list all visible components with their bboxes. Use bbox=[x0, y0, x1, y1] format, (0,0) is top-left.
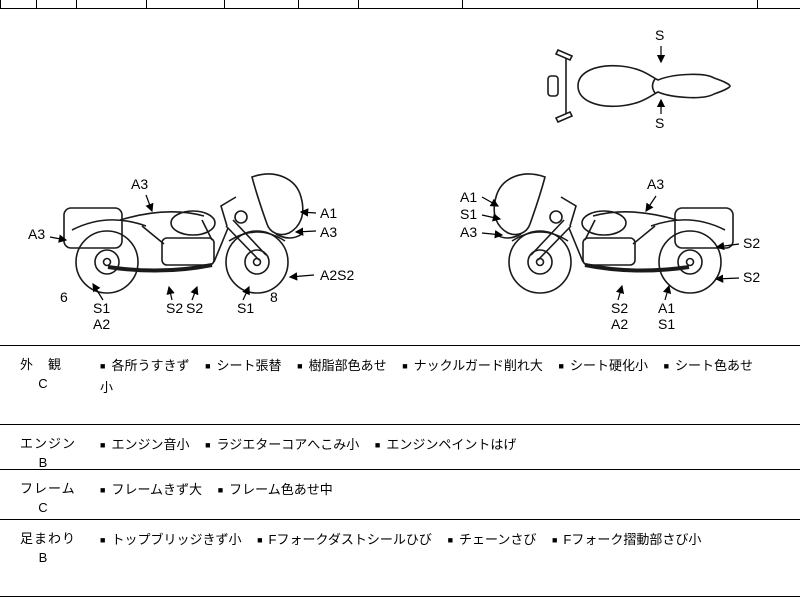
marker-label: A1 bbox=[320, 205, 338, 221]
items-cell: ■トップブリッジきず小 ■Fフォークダストシールひび ■チェーンさび ■Fフォー… bbox=[100, 520, 772, 596]
marker-label: S2 bbox=[611, 300, 629, 316]
bullet-icon: ■ bbox=[205, 440, 211, 450]
marker-label: S2 bbox=[166, 300, 184, 316]
bullet-icon: ■ bbox=[100, 535, 106, 545]
items-cell: ■各所うすきず ■シート張替 ■樹脂部色あせ ■ナックルガード削れ大 ■シート硬… bbox=[100, 346, 772, 424]
marker-label: S2 bbox=[743, 235, 761, 251]
bullet-icon: ■ bbox=[100, 440, 106, 450]
condition-item: ■シート硬化小 bbox=[558, 358, 648, 373]
condition-table: 外 観 C ■各所うすきず ■シート張替 ■樹脂部色あせ ■ナックルガード削れ大… bbox=[0, 345, 800, 597]
header-divider bbox=[0, 0, 1, 9]
marker-label: A1 bbox=[460, 189, 478, 205]
category-grade: B bbox=[38, 550, 48, 565]
table-row-undercarriage: 足まわり B ■トップブリッジきず小 ■Fフォークダストシールひび ■チェーンさ… bbox=[0, 519, 800, 597]
condition-item: ■ナックルガード削れ大 bbox=[402, 358, 543, 373]
bullet-icon: ■ bbox=[558, 361, 564, 371]
damage-diagram: S S A3 A3 A1 A3 A2S2 6 8 S1 A2 S2 S2 S1 … bbox=[0, 10, 800, 345]
category-cell: 足まわり B bbox=[0, 520, 100, 596]
header-divider bbox=[358, 0, 359, 9]
marker-label: S1 bbox=[658, 316, 676, 332]
marker-label: A2 bbox=[611, 316, 629, 332]
bullet-icon: ■ bbox=[402, 361, 408, 371]
condition-item: ■トップブリッジきず小 bbox=[100, 532, 242, 547]
bullet-icon: ■ bbox=[447, 535, 453, 545]
marker-label: A1 bbox=[658, 300, 676, 316]
bullet-icon: ■ bbox=[100, 361, 106, 371]
marker-label: A2 bbox=[93, 316, 111, 332]
category-cell: 外 観 C bbox=[0, 346, 100, 424]
header-divider bbox=[146, 0, 147, 9]
category-name: エンジン bbox=[20, 436, 77, 451]
top-view-art bbox=[547, 48, 731, 124]
condition-item: ■シート張替 bbox=[205, 358, 282, 373]
condition-item: ■エンジン音小 bbox=[100, 437, 190, 452]
marker-label: S1 bbox=[93, 300, 111, 316]
bullet-icon: ■ bbox=[205, 361, 211, 371]
bullet-icon: ■ bbox=[257, 535, 263, 545]
category-grade: C bbox=[38, 500, 48, 515]
category-name: フレーム bbox=[20, 481, 76, 496]
motorcycle-line-art bbox=[49, 46, 740, 301]
marker-label: A3 bbox=[647, 176, 665, 192]
table-row-engine: エンジン B ■エンジン音小 ■ラジエターコアへこみ小 ■エンジンペイントはげ bbox=[0, 424, 800, 470]
marker-label: S1 bbox=[237, 300, 255, 316]
marker-label: A2S2 bbox=[320, 267, 355, 283]
marker-label: A3 bbox=[460, 224, 478, 240]
table-row-exterior: 外 観 C ■各所うすきず ■シート張替 ■樹脂部色あせ ■ナックルガード削れ大… bbox=[0, 345, 800, 424]
items-cell: ■フレームきず大 ■フレーム色あせ中 bbox=[100, 470, 772, 519]
header-divider bbox=[757, 0, 758, 9]
category-name: 外 観 bbox=[20, 357, 63, 372]
condition-item: ■シート色あせ小 bbox=[100, 358, 754, 395]
items-cell: ■エンジン音小 ■ラジエターコアへこみ小 ■エンジンペイントはげ bbox=[100, 425, 772, 469]
cropped-header-row bbox=[0, 0, 800, 9]
bullet-icon: ■ bbox=[100, 485, 106, 495]
bullet-icon: ■ bbox=[663, 361, 670, 371]
condition-item: ■フレーム色あせ中 bbox=[217, 482, 333, 497]
bullet-icon: ■ bbox=[297, 361, 303, 371]
marker-label-topview-lower: S bbox=[655, 115, 665, 131]
marker-label: S1 bbox=[460, 206, 478, 222]
category-name: 足まわり bbox=[20, 531, 77, 546]
marker-label: 6 bbox=[60, 289, 68, 305]
condition-item: ■Fフォーク摺動部さび小 bbox=[551, 532, 702, 547]
header-divider bbox=[298, 0, 299, 9]
category-cell: フレーム C bbox=[0, 470, 100, 519]
marker-label: 8 bbox=[270, 289, 278, 305]
condition-item: ■Fフォークダストシールひび bbox=[257, 532, 432, 547]
marker-label: A3 bbox=[28, 226, 46, 242]
category-cell: エンジン B bbox=[0, 425, 100, 470]
condition-item: ■ラジエターコアへこみ小 bbox=[205, 437, 360, 452]
marker-label: A3 bbox=[131, 176, 149, 192]
bullet-icon: ■ bbox=[217, 485, 224, 495]
condition-item: ■チェーンさび bbox=[447, 532, 537, 547]
annotation-arrows bbox=[49, 46, 740, 301]
condition-item: ■各所うすきず bbox=[100, 358, 190, 373]
header-divider bbox=[36, 0, 37, 9]
marker-label: S2 bbox=[186, 300, 204, 316]
bullet-icon: ■ bbox=[374, 440, 381, 450]
condition-item: ■樹脂部色あせ bbox=[297, 358, 387, 373]
header-divider bbox=[76, 0, 77, 9]
category-grade: C bbox=[38, 376, 48, 391]
table-row-frame: フレーム C ■フレームきず大 ■フレーム色あせ中 bbox=[0, 469, 800, 519]
header-divider bbox=[462, 0, 463, 9]
marker-label: A3 bbox=[320, 224, 338, 240]
condition-item: ■エンジンペイントはげ bbox=[374, 437, 517, 452]
marker-label: S2 bbox=[743, 269, 761, 285]
header-divider bbox=[224, 0, 225, 9]
category-grade: B bbox=[38, 455, 48, 470]
condition-item: ■フレームきず大 bbox=[100, 482, 203, 497]
marker-label-topview-upper: S bbox=[655, 27, 665, 43]
bullet-icon: ■ bbox=[551, 535, 558, 545]
